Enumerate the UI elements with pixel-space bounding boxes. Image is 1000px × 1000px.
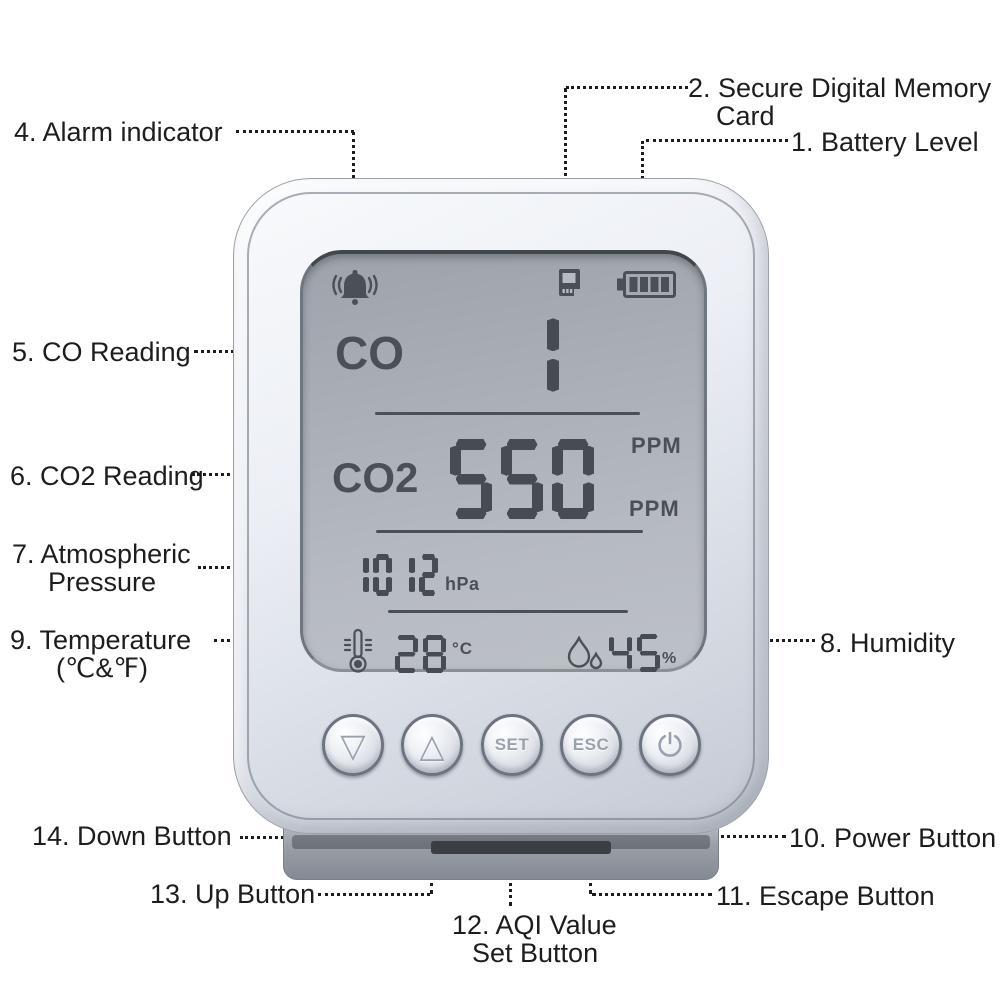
power-icon	[655, 730, 685, 760]
up-button[interactable]: △	[401, 714, 463, 776]
up-triangle-icon: △	[419, 726, 445, 764]
leader-alarm-h	[236, 130, 354, 133]
set-button-label: SET	[494, 735, 530, 754]
humidity-value	[609, 634, 660, 672]
thermometer-icon	[343, 628, 373, 674]
humidity-drops-icon	[566, 636, 604, 672]
device-inner-frame	[247, 192, 755, 820]
esc-button[interactable]: ESC	[560, 714, 622, 776]
callout-co-reading: 5. CO Reading	[12, 337, 191, 367]
esc-button-label: ESC	[572, 735, 610, 754]
co2-value	[450, 439, 594, 519]
callout-temperature-line1: 9. Temperature	[10, 625, 192, 655]
callout-sd-card: 2. Secure Digital Memory Card	[688, 74, 991, 130]
callout-power-button: 10. Power Button	[789, 823, 997, 853]
leader-sd-v	[564, 88, 567, 232]
callout-aqi-set-button: 12. AQI Value Set Button	[452, 911, 617, 967]
callout-temperature: 9. Temperature (℃&℉)	[10, 626, 191, 682]
co-value	[515, 311, 559, 399]
leader-up-h	[318, 893, 430, 896]
co2-label: CO2	[332, 454, 419, 501]
co-label: CO	[335, 327, 404, 379]
sd-card-icon	[558, 269, 581, 298]
divider-1	[375, 412, 640, 415]
divider-2	[376, 530, 643, 533]
pressure-unit: hPa	[445, 574, 480, 594]
power-button[interactable]	[639, 714, 701, 776]
callout-humidity: 8. Humidity	[820, 628, 956, 658]
battery-icon	[617, 271, 676, 298]
temperature-unit: °C	[452, 639, 474, 658]
leader-escape-h	[592, 893, 712, 896]
set-button[interactable]: SET	[481, 714, 543, 776]
temperature-value	[395, 635, 446, 673]
alarm-bell-icon	[329, 264, 381, 312]
callout-battery-level: 1. Battery Level	[791, 127, 979, 157]
pressure-value	[350, 554, 438, 596]
callout-sd-card-line2: Card	[716, 101, 775, 131]
co-unit: PPM	[631, 433, 682, 458]
callout-atmospheric-pressure-line2: Pressure	[48, 567, 157, 597]
callout-temperature-line2: (℃&℉)	[56, 653, 149, 683]
callout-co2-reading: 6. CO2 Reading	[10, 461, 204, 491]
down-button[interactable]: ▽	[322, 714, 384, 776]
leader-humidity-h	[729, 639, 815, 642]
callout-escape-button: 11. Escape Button	[716, 881, 935, 911]
humidity-unit: %	[662, 650, 678, 667]
callout-aqi-set-button-line1: 12. AQI Value	[452, 910, 617, 940]
callout-alarm-indicator: 4. Alarm indicator	[14, 117, 223, 147]
leader-battery-h	[646, 139, 788, 142]
stand-slot	[431, 841, 611, 854]
co2-unit: PPM	[629, 496, 680, 521]
callout-sd-card-line1: 2. Secure Digital Memory	[688, 73, 992, 103]
divider-3	[388, 610, 628, 613]
callout-up-button: 13. Up Button	[150, 879, 316, 909]
lcd-screen: CO PPM CO2 PPM hPa °C	[300, 250, 707, 674]
callout-down-button: 14. Down Button	[32, 821, 232, 851]
down-triangle-icon: ▽	[340, 726, 366, 764]
leader-power-h	[672, 835, 786, 838]
callout-atmospheric-pressure-line1: 7. Atmospheric	[12, 539, 191, 569]
leader-sd-h	[566, 86, 688, 89]
callout-aqi-set-button-line2: Set Button	[472, 938, 599, 968]
callout-atmospheric-pressure: 7. Atmospheric Pressure	[12, 540, 191, 596]
